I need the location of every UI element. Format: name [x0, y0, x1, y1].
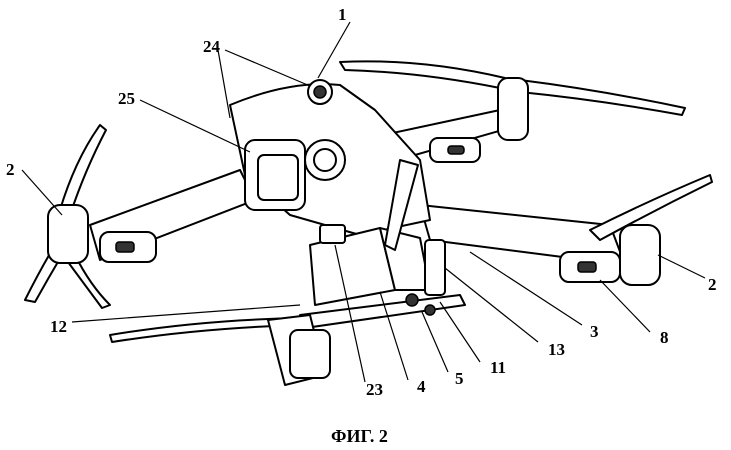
- label-24: 24: [203, 37, 221, 56]
- label-25: 25: [118, 89, 135, 108]
- figure-caption: ФИГ. 2: [331, 426, 388, 446]
- label-8: 8: [660, 328, 669, 347]
- label-23: 23: [366, 380, 383, 399]
- label-13: 13: [548, 340, 565, 359]
- label-2-left: 2: [6, 160, 15, 179]
- label-4: 4: [417, 377, 426, 396]
- label-3: 3: [590, 322, 599, 341]
- drone-illustration: [24, 60, 713, 386]
- label-5: 5: [455, 369, 464, 388]
- label-12: 12: [50, 317, 67, 336]
- leader-lines: [21, 21, 706, 383]
- label-2-right: 2: [708, 275, 717, 294]
- label-11: 11: [490, 358, 506, 377]
- label-1: 1: [338, 5, 347, 24]
